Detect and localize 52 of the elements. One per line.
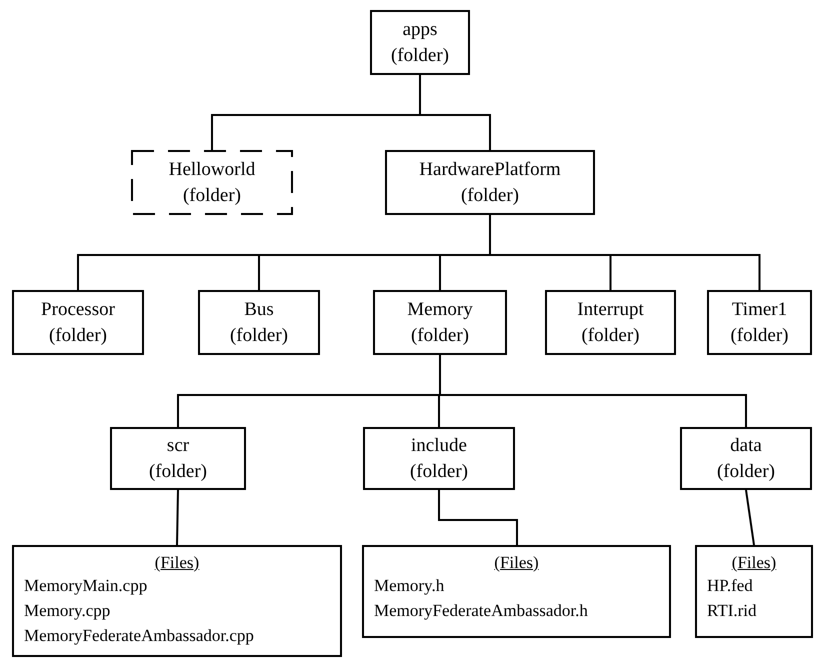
folder-name: Bus: [244, 298, 274, 322]
folder-type: (folder): [230, 324, 288, 348]
folder-box: [680, 427, 812, 490]
connector-line: [489, 215, 760, 290]
folder-name: apps: [402, 18, 438, 42]
list-heading: (Files): [732, 553, 776, 573]
folder-box: [363, 427, 515, 490]
file-name: HP.fed: [707, 575, 753, 597]
folder-name: HardwarePlatform: [419, 158, 561, 182]
file-list-box: [12, 545, 342, 657]
connector-line: [419, 75, 491, 150]
folder-box: [545, 290, 676, 355]
folder-type: (folder): [581, 324, 640, 348]
folder-name: Memory: [407, 298, 473, 322]
folder-name: Processor: [41, 298, 115, 322]
folder-type: (folder): [148, 460, 208, 484]
folder-name: include: [411, 434, 467, 458]
file-name: RTI.rid: [707, 600, 756, 622]
folder-type: (folder): [410, 324, 470, 348]
folder-box: [198, 290, 320, 355]
folder-type: (folder): [716, 460, 776, 484]
folder-box: [131, 150, 293, 215]
connector-line: [176, 490, 179, 546]
folder-box: [385, 150, 595, 215]
file-name: Memory.h: [374, 575, 444, 597]
folder-type: (folder): [460, 184, 520, 208]
folder-name: Helloworld: [168, 158, 256, 182]
folder-box: [110, 427, 246, 490]
folder-name: data: [730, 434, 762, 458]
file-name: MemoryMain.cpp: [24, 575, 148, 597]
file-name: Memory.cpp: [24, 600, 110, 622]
file-list-box: [695, 545, 813, 638]
folder-type: (folder): [390, 44, 450, 68]
folder-name: Interrupt: [577, 298, 644, 322]
folder-box: [707, 290, 812, 355]
folder-type: (folder): [410, 460, 468, 484]
connector-line: [438, 490, 518, 545]
connector-line: [439, 355, 747, 427]
folder-box: [373, 290, 507, 355]
folder-type: (folder): [182, 184, 242, 208]
folder-name: scr: [166, 434, 190, 458]
list-heading: (Files): [154, 553, 200, 573]
list-heading: (Files): [494, 553, 539, 573]
folder-type: (folder): [730, 324, 789, 348]
file-name: MemoryFederateAmbassador.h: [374, 600, 588, 622]
folder-box: [12, 290, 144, 355]
folder-type: (folder): [48, 324, 108, 348]
file-list-box: [362, 545, 671, 638]
folder-name: Timer1: [732, 298, 788, 322]
folder-box: [370, 10, 470, 75]
connector-line: [745, 490, 755, 546]
file-name: MemoryFederateAmbassador.cpp: [24, 625, 254, 647]
